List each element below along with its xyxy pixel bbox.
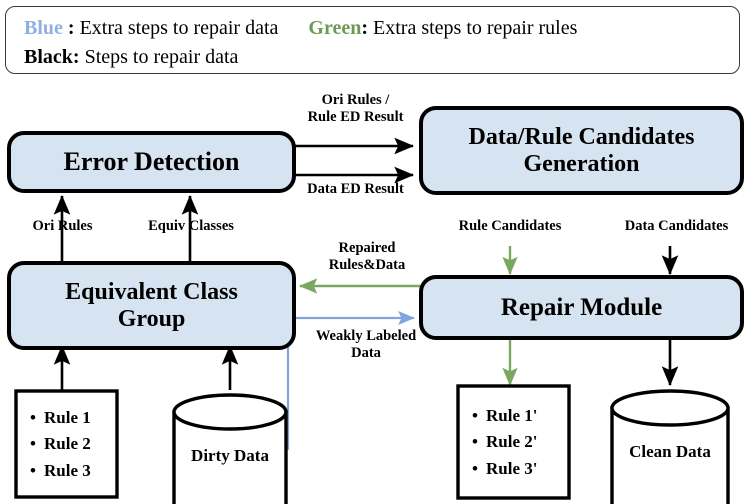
list-item: Rule 3' xyxy=(470,456,570,482)
legend-entry-blue: Blue : Extra steps to repair data xyxy=(24,18,278,38)
legend-desc-blue: Extra steps to repair data xyxy=(79,17,279,39)
legend-sep-green: : xyxy=(361,17,369,39)
list-item: Rule 2 xyxy=(28,431,123,457)
legend-row-2: Black: Steps to repair data xyxy=(24,47,238,67)
legend-sep-black: : xyxy=(72,46,80,68)
legend-entry-green: Green: Extra steps to repair rules xyxy=(308,18,577,38)
node-candidates-generation[interactable] xyxy=(419,106,744,195)
list-item: Rule 1 xyxy=(28,405,123,431)
legend-box: Blue : Extra steps to repair data Green: … xyxy=(5,6,740,74)
list-item: Rule 3 xyxy=(28,458,123,484)
node-equivalent-class-group[interactable] xyxy=(7,261,296,350)
legend-key-blue: Blue xyxy=(24,17,63,39)
node-error-detection[interactable] xyxy=(7,131,296,193)
edges-layer xyxy=(53,137,679,450)
legend-key-black: Black xyxy=(24,46,73,68)
legend-desc-green: Extra steps to repair rules xyxy=(373,17,578,39)
node-clean-data-cylinder[interactable] xyxy=(610,389,730,504)
legend-entry-black: Black: Steps to repair data xyxy=(24,47,238,67)
legend-sep-blue: : xyxy=(62,17,75,39)
legend-row-1: Blue : Extra steps to repair data Green: … xyxy=(24,18,577,38)
legend-key-green: Green xyxy=(308,17,362,39)
node-repair-module[interactable] xyxy=(419,275,744,340)
legend-desc-black: Steps to repair data xyxy=(84,46,239,68)
architecture-diagram: Error Detection Data/Rule Candidates Gen… xyxy=(0,78,749,504)
rules-input-list: Rule 1 Rule 2 Rule 3 xyxy=(28,405,123,484)
list-item: Rule 2' xyxy=(470,429,570,455)
rules-output-list: Rule 1' Rule 2' Rule 3' xyxy=(470,403,570,482)
list-item: Rule 1' xyxy=(470,403,570,429)
node-dirty-data-cylinder[interactable] xyxy=(172,393,288,504)
edge-weakly-labeled-data xyxy=(286,310,415,450)
